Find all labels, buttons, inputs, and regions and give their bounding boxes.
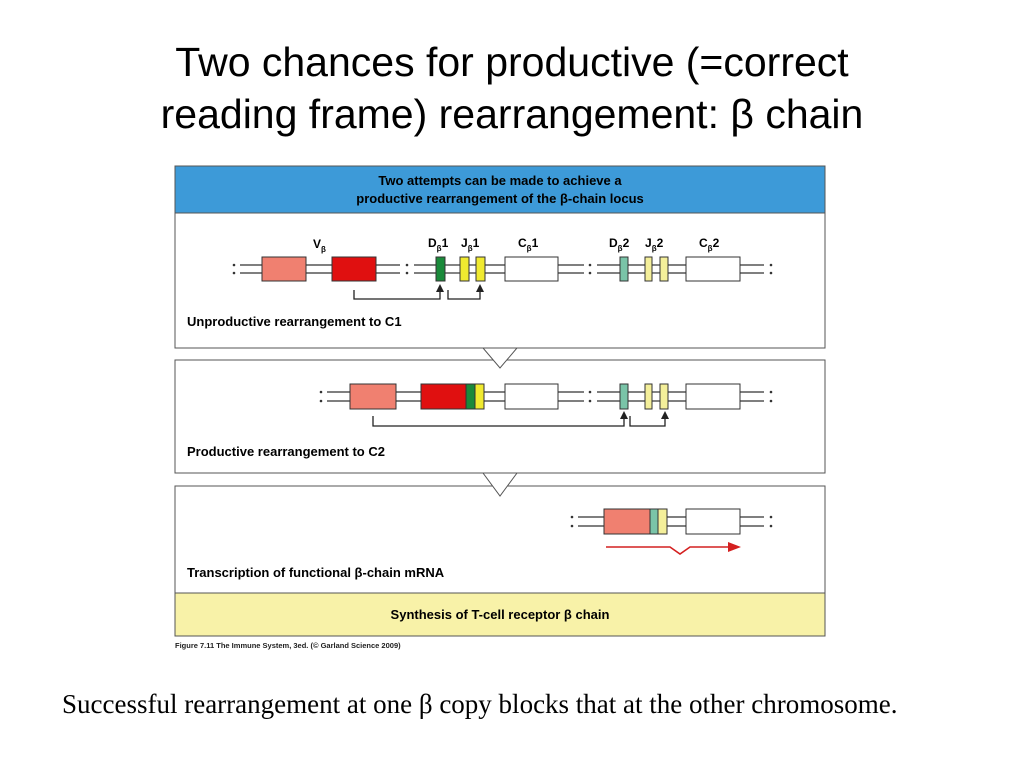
- slide-caption: Successful rearrangement at one β copy b…: [62, 689, 898, 719]
- recombination-bracket-v-to-d2: [372, 416, 625, 427]
- d-beta-1-segment: [435, 256, 446, 282]
- arrowhead-j1: [476, 284, 484, 292]
- vdj-yellow-segment-r2: [657, 508, 668, 535]
- arrowhead-d2: [620, 411, 628, 419]
- j-beta-1-segment-b: [475, 256, 486, 282]
- transcript-arrow: [606, 546, 730, 555]
- germline-locus: Vβ Dβ1 Jβ1 Cβ1 Dβ2 Jβ2 Cβ2: [232, 236, 773, 300]
- figure-header-line-2: productive rearrangement of the β-chain …: [356, 191, 644, 206]
- label-c-beta-1: Cβ1: [518, 236, 539, 253]
- v-segment-1-r1: [349, 383, 397, 410]
- j-beta-2-segment-a-r1: [644, 383, 653, 410]
- transition-arrow-2: [482, 472, 518, 497]
- transition-arrow-1: [481, 347, 519, 369]
- label-v-beta: Vβ: [313, 237, 326, 254]
- j-beta-1-segment-a: [459, 256, 470, 282]
- panel-1-label: Unproductive rearrangement to C1: [187, 314, 402, 329]
- rearranged-locus-2: [570, 508, 773, 555]
- panel-2-box: [174, 359, 826, 474]
- slide-title: Two chances for productive (=correct rea…: [0, 36, 1024, 140]
- vdj-yellow-segment-r1: [474, 383, 485, 410]
- label-d-beta-2: Dβ2: [609, 236, 630, 253]
- transcript-arrowhead: [728, 542, 741, 552]
- c-beta-1-segment-r1: [504, 383, 559, 410]
- vdj-teal-segment-r2: [649, 508, 659, 535]
- figure-header-line-1: Two attempts can be made to achieve a: [378, 173, 622, 188]
- label-c-beta-2: Cβ2: [699, 236, 720, 253]
- figure-credit: Figure 7.11 The Immune System, 3ed. (© G…: [175, 641, 401, 650]
- j-beta-2-segment-b-r1: [659, 383, 669, 410]
- beta-chain-rearrangement-diagram: Two attempts can be made to achieve a pr…: [174, 165, 826, 650]
- j-beta-2-segment-b: [659, 256, 669, 282]
- c-beta-1-segment: [504, 256, 559, 282]
- panel-3-label: Transcription of functional β-chain mRNA: [187, 565, 445, 580]
- arrowhead-d1: [436, 284, 444, 292]
- rearranged-locus-1: [319, 383, 773, 427]
- figure-footer-box: [174, 592, 826, 637]
- label-j-beta-1: Jβ1: [461, 236, 480, 253]
- label-j-beta-2: Jβ2: [645, 236, 664, 253]
- recombination-bracket-v-to-d1: [353, 290, 441, 300]
- title-line-2: reading frame) rearrangement: β chain: [160, 91, 864, 137]
- c-beta-2-segment-r1: [685, 383, 741, 410]
- c-beta-2-segment-r2: [685, 508, 741, 535]
- v-segment-1: [261, 256, 307, 282]
- d-beta-2-segment: [619, 256, 629, 282]
- panel-2-label: Productive rearrangement to C2: [187, 444, 385, 459]
- j-beta-2-segment-a: [644, 256, 653, 282]
- vdj-green-segment-r1: [465, 383, 476, 410]
- v-segment-2: [331, 256, 377, 282]
- recombination-bracket-d1-to-j1: [447, 290, 481, 300]
- vdj-red-segment-r1: [420, 383, 467, 410]
- title-line-1: Two chances for productive (=correct: [175, 39, 849, 85]
- arrowhead-j2: [661, 411, 669, 419]
- label-d-beta-1: Dβ1: [428, 236, 449, 253]
- figure-footer-label: Synthesis of T-cell receptor β chain: [391, 607, 610, 622]
- vdj-red-segment-r2: [603, 508, 651, 535]
- recombination-bracket-d2-to-j2: [629, 416, 666, 427]
- d-beta-2-segment-r1: [619, 383, 629, 410]
- c-beta-2-segment: [685, 256, 741, 282]
